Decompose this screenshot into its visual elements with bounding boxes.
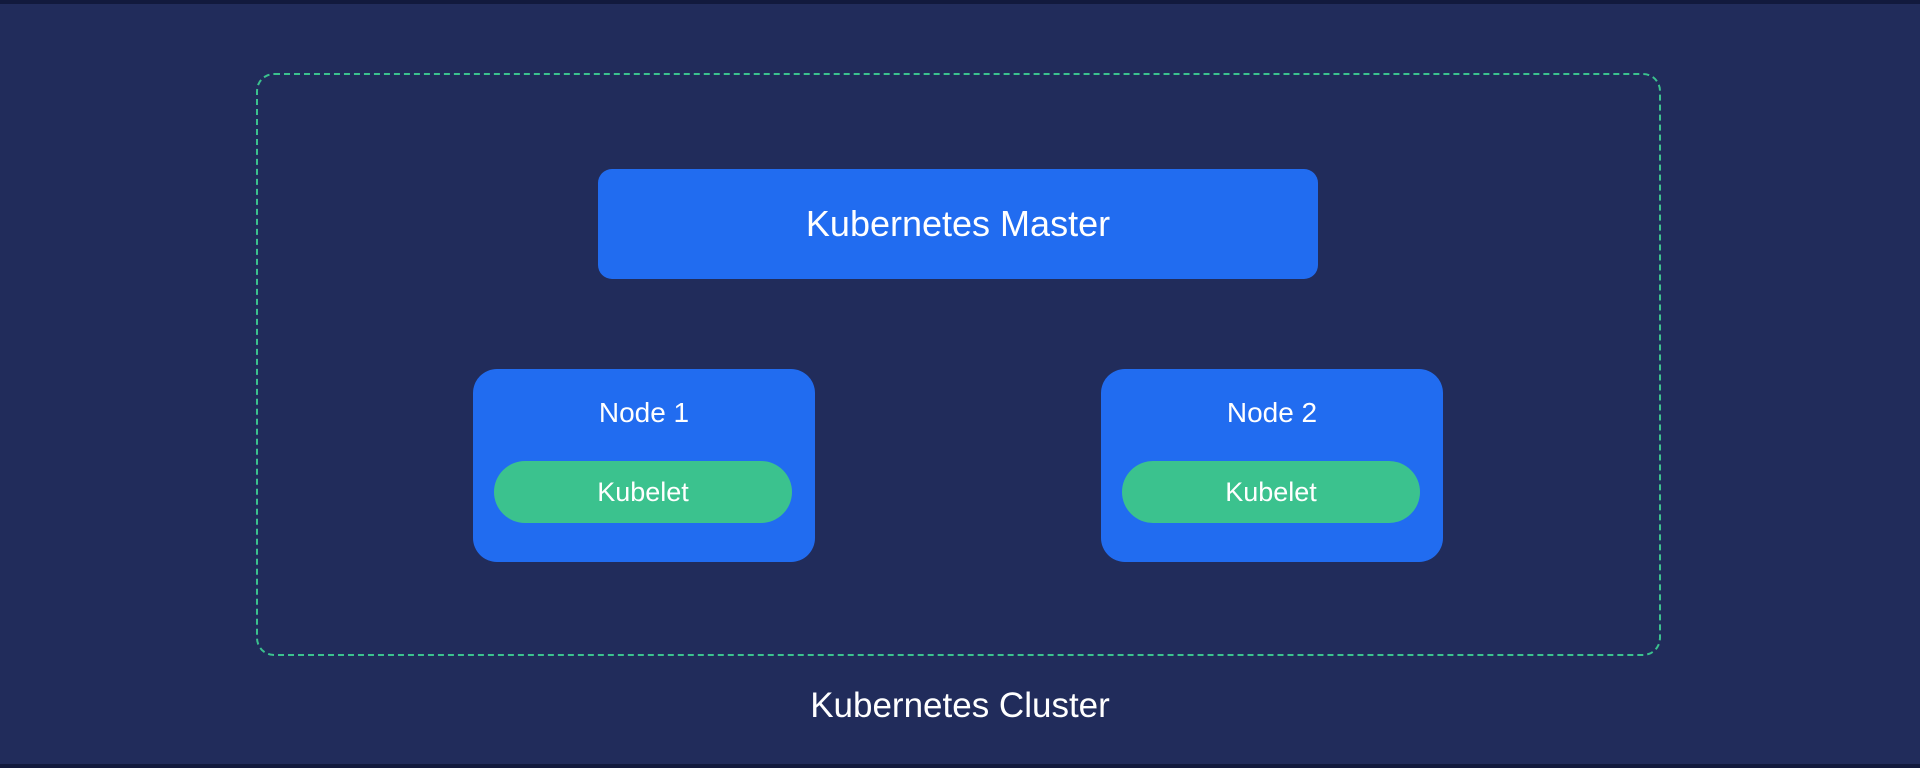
node-1-box: Node 1 Kubelet [473, 369, 815, 562]
node-2-kubelet-pill: Kubelet [1122, 461, 1420, 523]
node-2-box: Node 2 Kubelet [1101, 369, 1443, 562]
cluster-label: Kubernetes Cluster [810, 686, 1110, 725]
node-2-kubelet-label: Kubelet [1225, 476, 1317, 507]
node-1-kubelet-pill: Kubelet [494, 461, 792, 523]
node-2-label: Node 2 [1226, 397, 1318, 428]
node-1-kubelet-label: Kubelet [597, 476, 689, 507]
cluster-boundary [256, 73, 1661, 656]
kubernetes-master-box: Kubernetes Master [598, 169, 1318, 279]
node-1-label: Node 1 [598, 397, 690, 428]
master-label: Kubernetes Master [805, 203, 1111, 244]
